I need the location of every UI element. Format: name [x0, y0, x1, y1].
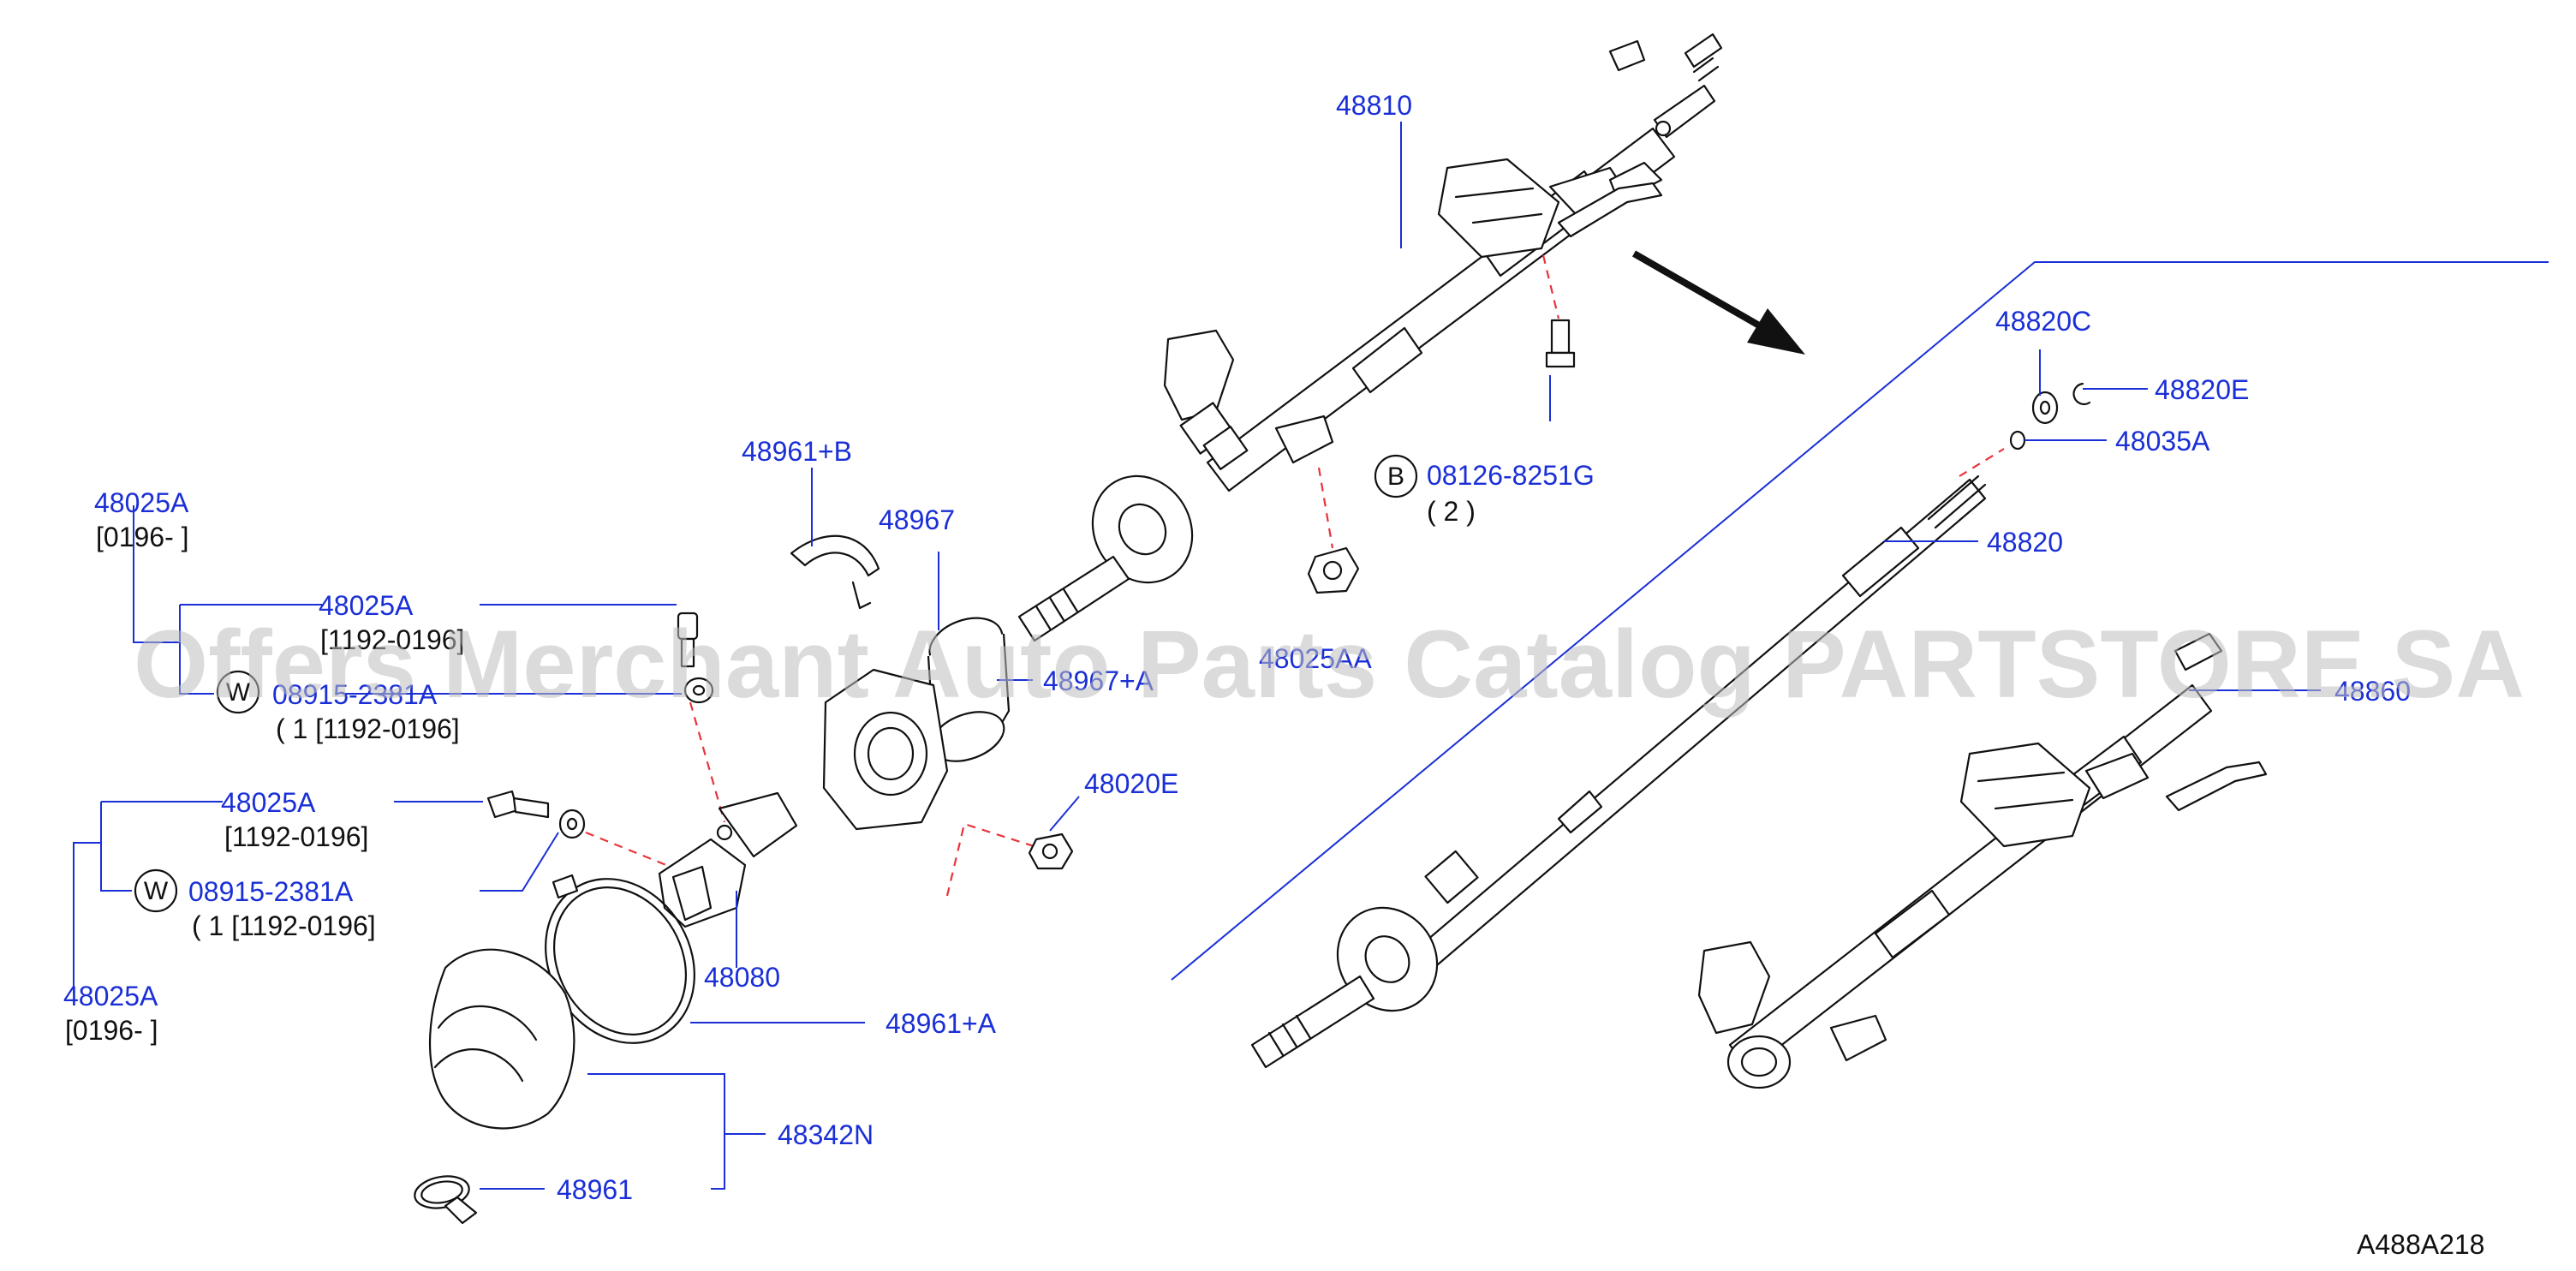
label-48025a-top[interactable]: 48025A [94, 487, 189, 518]
circle-letter-w-mid: W [134, 868, 178, 913]
label-48967[interactable]: 48967 [879, 504, 955, 535]
direction-arrow [1632, 250, 1805, 355]
label-48810[interactable]: 48810 [1336, 90, 1412, 121]
label-48820[interactable]: 48820 [1987, 527, 2063, 558]
label-48025a-mid[interactable]: 48025A [221, 787, 316, 818]
leader-lines [73, 122, 2321, 1190]
divider-line [1171, 261, 2549, 981]
label-48025a-inner[interactable]: 48025A [319, 590, 414, 621]
lower-assembly [414, 534, 1074, 1225]
label-48020e[interactable]: 48020E [1084, 768, 1178, 799]
note-1192-mid: [1192-0196] [224, 821, 368, 852]
label-48342n[interactable]: 48342N [778, 1119, 874, 1150]
label-48025a-bot[interactable]: 48025A [63, 981, 158, 1011]
note-0196-top: [0196- ] [96, 522, 189, 552]
svg-text:B: B [1387, 462, 1404, 491]
label-08915-2381a-mid[interactable]: 08915-2381A [188, 876, 354, 907]
label-48967-a[interactable]: 48967+A [1043, 665, 1154, 696]
note-0196-bot: [0196- ] [65, 1015, 158, 1046]
label-08915-2381a-top[interactable]: 08915-2381A [272, 679, 438, 710]
steering-column-48810 [1017, 33, 2091, 642]
label-48860[interactable]: 48860 [2334, 676, 2411, 707]
drawing-code: A488A218 [2357, 1229, 2484, 1260]
svg-text:W: W [144, 877, 169, 905]
dashed-lines [585, 254, 2005, 897]
circle-letter-w-top: W [216, 670, 260, 714]
intermediate-shaft-48820 [1250, 474, 1987, 1069]
watermark-text: Offers Merchant Auto Parts Catalog PARTS… [134, 611, 2525, 718]
circle-letter-b: B [1374, 454, 1418, 498]
label-48080[interactable]: 48080 [704, 962, 780, 993]
label-48961-b[interactable]: 48961+B [742, 436, 852, 467]
label-48961[interactable]: 48961 [557, 1174, 633, 1205]
label-48961-a[interactable]: 48961+A [886, 1008, 997, 1039]
note-1192-inner: [1192-0196] [320, 624, 464, 655]
label-48035a[interactable]: 48035A [2115, 426, 2210, 456]
note-qty-2: ( 2 ) [1427, 496, 1476, 527]
note-1-mid: ( 1 [1192-0196] [192, 910, 376, 941]
svg-text:W: W [226, 678, 251, 707]
steering-column-48860 [1697, 632, 2268, 1089]
label-08126-8251g[interactable]: 08126-8251G [1427, 460, 1595, 491]
label-48820c[interactable]: 48820C [1995, 306, 2091, 337]
label-48025aa[interactable]: 48025AA [1259, 643, 1372, 674]
note-1-top: ( 1 [1192-0196] [276, 713, 460, 744]
label-48820e[interactable]: 48820E [2155, 374, 2249, 405]
